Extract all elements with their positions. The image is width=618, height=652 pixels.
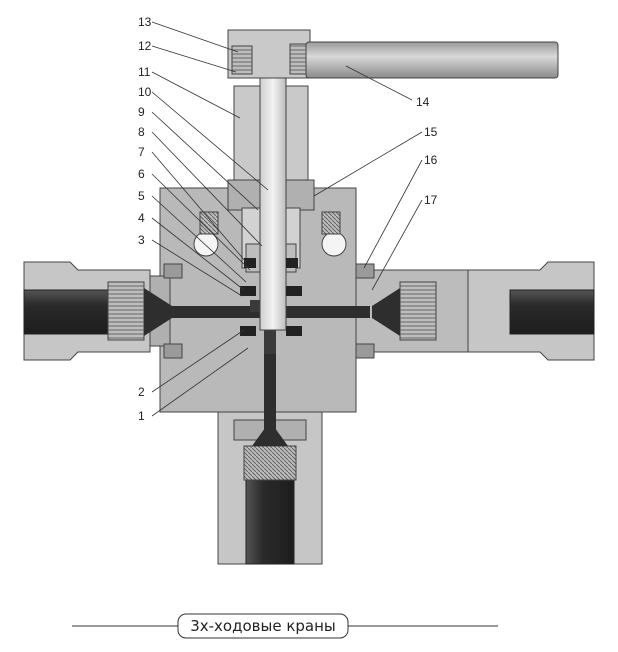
callout-11: 11 bbox=[138, 65, 151, 79]
callout-17: 17 bbox=[424, 193, 438, 207]
callout-7: 7 bbox=[138, 145, 145, 159]
right-fitting bbox=[355, 261, 595, 361]
left-fitting bbox=[23, 261, 172, 361]
callout-2: 2 bbox=[138, 385, 145, 399]
callout-9: 9 bbox=[138, 105, 145, 119]
callout-15: 15 bbox=[424, 125, 438, 139]
callout-14: 14 bbox=[416, 95, 430, 109]
caption-block: 3х-ходовые краны bbox=[72, 613, 498, 639]
right-port-hole bbox=[321, 231, 347, 257]
valve-stem bbox=[259, 29, 287, 331]
handle-hub bbox=[227, 29, 311, 79]
callout-3: 3 bbox=[138, 233, 145, 247]
callout-1: 1 bbox=[138, 409, 145, 423]
handle-lever bbox=[305, 41, 559, 79]
callout-10: 10 bbox=[138, 85, 152, 99]
callout-16: 16 bbox=[424, 153, 438, 167]
callout-12: 12 bbox=[138, 39, 152, 53]
callout-8: 8 bbox=[138, 125, 145, 139]
caption-text: 3х-ходовые краны bbox=[190, 617, 336, 635]
callout-4: 4 bbox=[138, 211, 145, 225]
bottom-fitting bbox=[217, 411, 323, 565]
callout-13: 13 bbox=[138, 15, 152, 29]
callout-6: 6 bbox=[138, 167, 145, 181]
stem-seals bbox=[240, 258, 302, 336]
callout-5: 5 bbox=[138, 189, 145, 203]
callouts: 13 12 11 10 9 8 7 6 5 4 3 2 1 14 15 16 1… bbox=[138, 15, 438, 423]
